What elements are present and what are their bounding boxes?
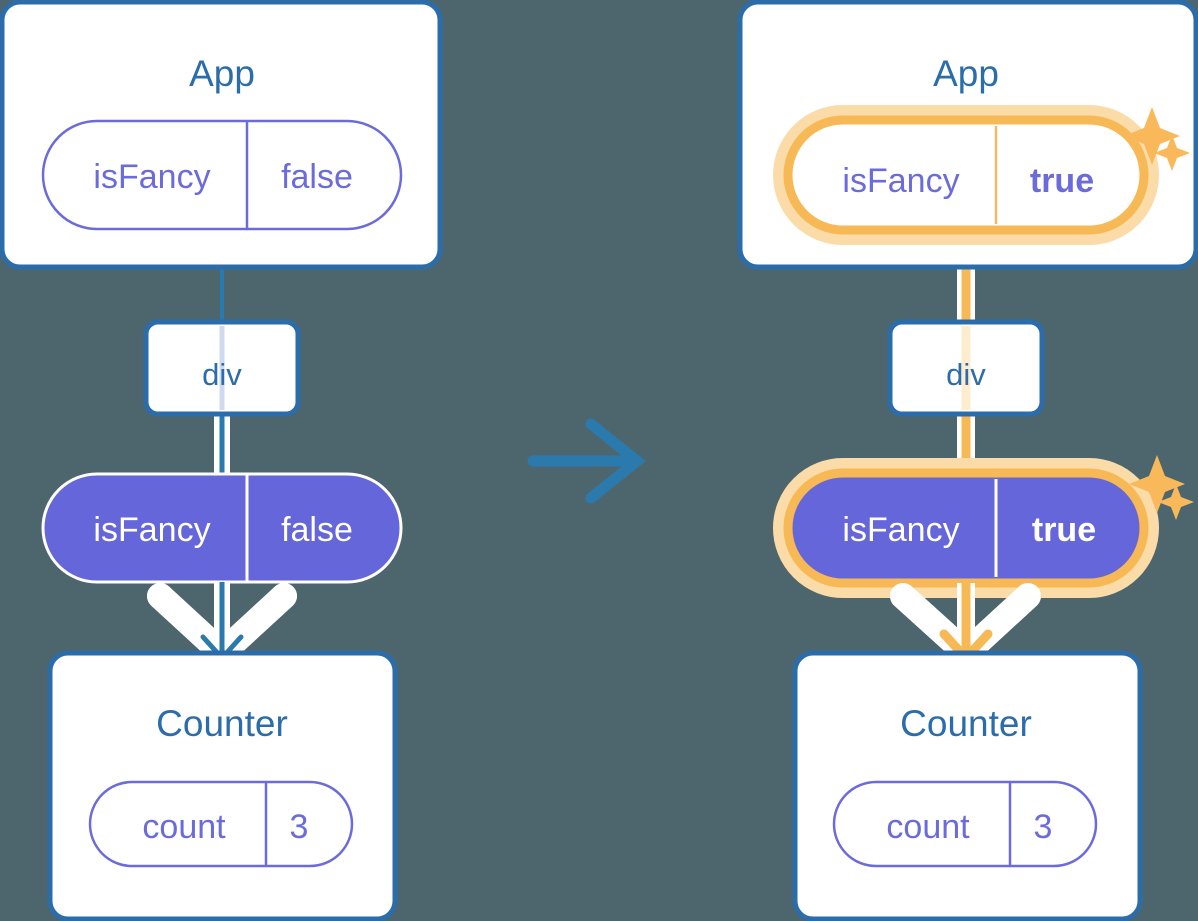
app-box-before: App isFancy false (0, 0, 443, 270)
div-box-title: div (202, 357, 242, 392)
transition-arrow-right-icon (527, 418, 646, 504)
connector-arrowhead-before (147, 582, 297, 666)
pill-key-label: count (142, 808, 226, 846)
pill-frame (41, 119, 403, 231)
pill-value-label: true (1030, 162, 1094, 200)
prop-pill-after: isFancy true (842, 479, 1096, 577)
after-diagram: App isFancy true (737, 0, 1198, 921)
highlight-ring (783, 115, 1149, 235)
sparkle-large-icon (1129, 455, 1185, 513)
pill-value-label: false (281, 158, 353, 196)
div-box-title: div (946, 357, 986, 392)
app-state-pill-before: isFancy false (41, 119, 403, 231)
sparkle-small-icon (1154, 135, 1190, 171)
pill-key-label: count (886, 808, 970, 846)
sparkles-icon-prop-after (1129, 455, 1194, 520)
before-diagram: App isFancy false div isF (0, 0, 443, 921)
counter-box-title: Counter (156, 703, 288, 744)
pill-value-label: 3 (1034, 808, 1053, 846)
div-box-after: div (887, 319, 1045, 417)
pill-key-label: isFancy (93, 158, 210, 196)
div-box-before: div (143, 319, 301, 417)
app-state-pill-highlight-after (773, 105, 1159, 245)
app-box-title: App (189, 53, 255, 94)
counter-box-after: Counter count 3 (792, 650, 1143, 921)
counter-state-pill-after: count 3 (832, 780, 1098, 868)
sparkles-icon-app-after (1124, 107, 1190, 171)
pill-frame (832, 780, 1098, 868)
sparkle-small-icon (1158, 484, 1194, 520)
app-box-after: App isFancy true (737, 0, 1198, 270)
connector-arrowhead-after (890, 583, 1041, 666)
counter-state-pill-before: count 3 (88, 780, 354, 868)
app-box-title: App (933, 53, 999, 94)
highlight-glow-ring (773, 105, 1159, 245)
prop-pill-value-label: false (281, 511, 353, 549)
pill-frame (88, 780, 354, 868)
counter-box-title: Counter (900, 703, 1032, 744)
sparkle-large-icon (1124, 107, 1180, 165)
counter-box-before: Counter count 3 (47, 650, 398, 921)
pill-value-label: 3 (290, 808, 309, 846)
prop-pill-key-label: isFancy (842, 511, 959, 549)
app-state-pill-after: isFancy true (842, 126, 1094, 224)
prop-pill-value-label: true (1032, 511, 1096, 549)
pill-key-label: isFancy (842, 162, 959, 200)
prop-pill-before: isFancy false (41, 472, 403, 584)
prop-pill-key-label: isFancy (93, 511, 210, 549)
